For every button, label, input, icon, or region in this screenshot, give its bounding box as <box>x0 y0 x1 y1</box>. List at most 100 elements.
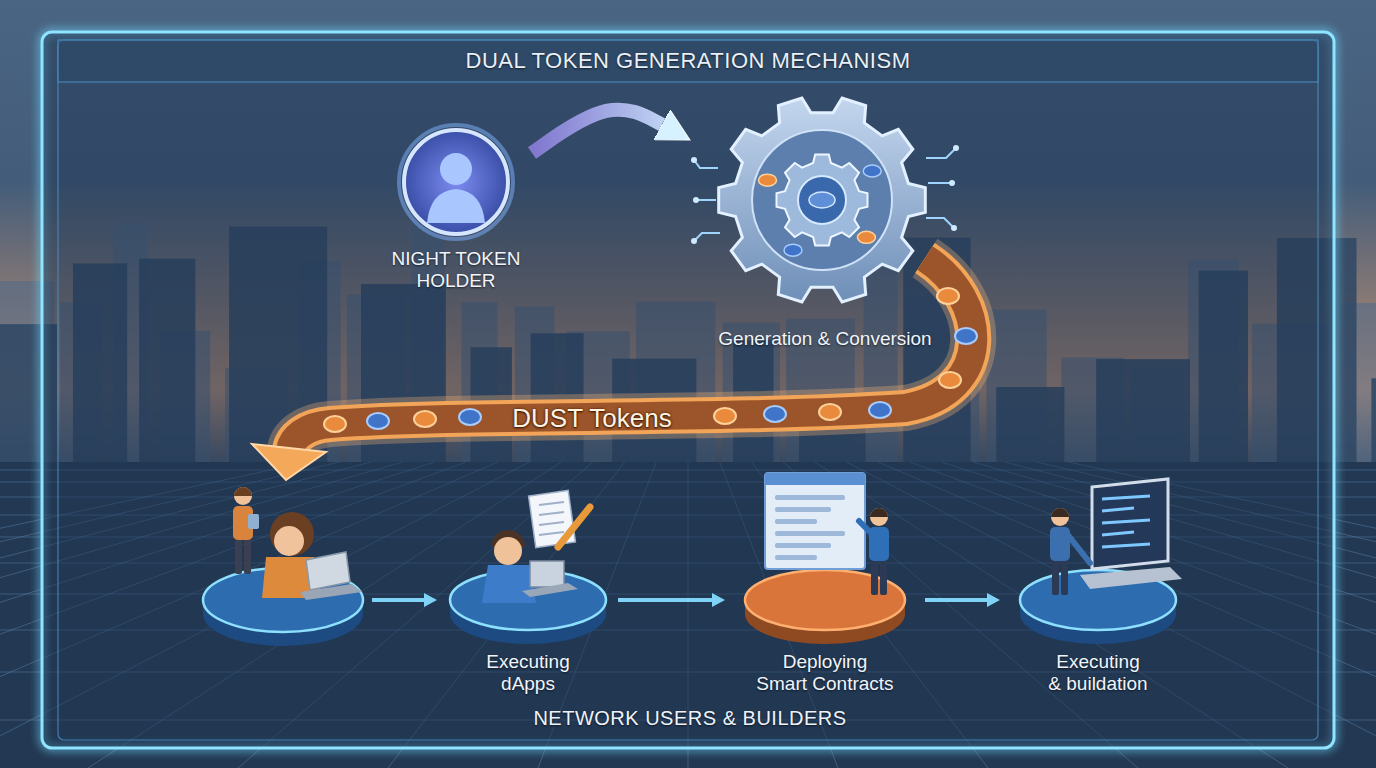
code-line <box>775 507 831 512</box>
person-arm <box>859 521 871 533</box>
dust-flow-glow <box>290 258 973 450</box>
node-label: NIGHT TOKEN HOLDER <box>386 248 526 292</box>
circuit-trace <box>928 182 952 184</box>
token-coin <box>459 409 481 425</box>
building <box>1371 378 1376 462</box>
laptop-screen <box>1092 479 1168 569</box>
person-hair <box>234 487 252 496</box>
tablet <box>248 514 259 529</box>
document-line <box>539 522 564 525</box>
gear-hub <box>798 176 846 224</box>
avatar-circle <box>404 130 508 234</box>
circuit-dot <box>951 225 957 231</box>
token-coin <box>955 328 977 344</box>
flow-label: DUST Tokens <box>512 403 671 434</box>
token-coin <box>764 406 786 422</box>
person-hair <box>1051 508 1069 517</box>
title-band <box>58 40 1318 82</box>
code-line <box>775 531 845 536</box>
person-head <box>274 526 304 556</box>
node-label: Generation & Conversion <box>700 328 950 350</box>
conversion-gear: Generation & Conversion <box>690 88 960 356</box>
node-art <box>690 88 960 356</box>
token-coin <box>758 174 776 186</box>
user-platform <box>203 487 363 646</box>
gear-ring <box>752 130 892 270</box>
avatar-head <box>440 153 472 185</box>
code-line <box>775 519 817 524</box>
code-line <box>775 543 831 548</box>
person-leg <box>880 557 887 595</box>
circuit-dot <box>693 197 699 203</box>
panel-inner-frame <box>58 40 1318 740</box>
token-coin <box>367 413 389 429</box>
code-line <box>1102 508 1134 511</box>
avatar-glow <box>399 125 513 239</box>
person-leg <box>1061 557 1068 595</box>
flow-arrow <box>925 598 987 602</box>
token-coin <box>714 408 736 424</box>
flow-arrow <box>372 598 424 602</box>
circuit-trace <box>926 218 954 228</box>
node-label: Deploying Smart Contracts <box>750 651 900 695</box>
circuit-trace <box>694 160 718 168</box>
user-platform: Deploying Smart Contracts <box>725 465 925 705</box>
person-head <box>234 487 252 505</box>
gear-outer <box>719 98 926 302</box>
person-leg <box>1052 557 1059 595</box>
token-coin <box>857 231 875 243</box>
node-label: Executing & buildation <box>1023 651 1173 695</box>
dust-flow-head <box>252 444 326 480</box>
diagram-title: DUAL TOKEN GENERATION MECHANISM <box>466 48 911 74</box>
code-line <box>1102 496 1150 499</box>
circuit-dot <box>953 145 959 151</box>
token-coin <box>414 411 436 427</box>
laptop-base <box>522 583 578 597</box>
token-coin <box>809 192 835 208</box>
person-leg <box>235 536 242 574</box>
token-holder: NIGHT TOKEN HOLDER <box>380 125 532 297</box>
token-coin <box>819 404 841 420</box>
code-line <box>775 555 817 560</box>
dust-flow-core <box>290 258 973 450</box>
browser-window <box>765 473 865 569</box>
document-line <box>539 532 564 535</box>
circuit-dot <box>691 238 697 244</box>
user-platform: Executing & buildation <box>1000 465 1196 705</box>
token-coin <box>869 402 891 418</box>
laptop-base <box>300 584 362 600</box>
pencil <box>558 507 590 547</box>
node-label: Executing dApps <box>468 651 588 695</box>
user-platform: Executing dApps <box>438 465 618 705</box>
code-line <box>1102 520 1150 523</box>
person-head <box>1051 508 1069 526</box>
laptop-base <box>1080 567 1182 589</box>
panel-frame <box>42 32 1334 748</box>
person-torso <box>1050 527 1070 561</box>
circuit-trace <box>694 233 720 241</box>
person-head <box>870 508 888 526</box>
code-line <box>775 495 845 500</box>
circuit-dot <box>691 157 697 163</box>
person-torso <box>482 565 536 603</box>
panel-glow <box>42 32 1334 748</box>
browser-bar <box>765 473 865 485</box>
gear-inner <box>777 155 868 246</box>
flow-arrow <box>532 110 662 153</box>
person-head <box>494 537 522 565</box>
laptop-screen <box>306 552 350 590</box>
token-coin <box>784 244 802 256</box>
token-coin <box>863 165 881 177</box>
person-arm <box>1068 535 1090 563</box>
token-coin <box>324 416 346 432</box>
code-line <box>1102 532 1134 535</box>
person-hair <box>270 512 314 556</box>
code-line <box>1102 544 1150 547</box>
person-leg <box>871 557 878 595</box>
dust-flow-band <box>290 258 973 450</box>
circuit-trace <box>926 148 956 158</box>
avatar-shoulders <box>427 189 485 223</box>
